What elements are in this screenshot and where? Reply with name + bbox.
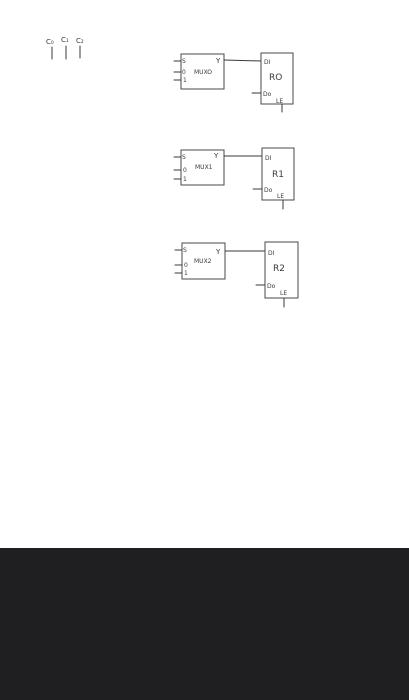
r1-enable-label: LE (277, 193, 284, 200)
control-bit-c2-label: C₂ (76, 37, 84, 45)
register-r1-box (261, 147, 295, 201)
control-bits: C₀ C₁ C₂ (46, 36, 84, 60)
r2-enable-label: LE (280, 290, 287, 297)
mux2-in0-label: 0 (184, 262, 188, 269)
r0-enable-label: LE (276, 98, 283, 105)
r0-dout-label: Do (263, 91, 272, 98)
row-2: S 0 1 Y MUX2 DI R2 Do LE (174, 241, 299, 308)
r1-dout-label: Do (264, 187, 273, 194)
mux2-in1-label: 1 (184, 270, 188, 277)
r1-din-label: DI (265, 155, 272, 162)
mux0-in1-label: 1 (183, 77, 187, 84)
mux1-in0-label: 0 (183, 167, 187, 174)
control-bit-c0-label: C₀ (46, 38, 54, 46)
dark-footer-panel (0, 548, 409, 700)
mux2-select-label: S (183, 247, 187, 254)
mux0-box (180, 53, 225, 90)
schematic-diagram: C₀ C₁ C₂ S 0 1 Y MUXO DI RO Do LE (46, 36, 299, 308)
mux0-out-label: Y (215, 57, 221, 65)
r2-dout-label: Do (267, 283, 276, 290)
mux1-name: MUX1 (195, 164, 213, 171)
register-r0-box (260, 52, 294, 105)
mux2-box (181, 242, 226, 280)
r0-name: RO (269, 73, 282, 83)
mux0-to-r0-wire (223, 59, 262, 62)
mux0-in0-label: 0 (182, 69, 186, 76)
row-1: S 0 1 Y MUX1 DI R1 Do LE (173, 147, 295, 210)
r0-din-label: DI (264, 59, 271, 66)
r2-din-label: DI (268, 250, 275, 257)
r1-name: R1 (272, 170, 284, 180)
mux1-select-label: S (182, 154, 186, 161)
mux0-name: MUXO (194, 69, 212, 76)
mux2-out-label: Y (215, 248, 221, 256)
mux0-select-label: S (182, 58, 186, 65)
mux2-name: MUX2 (194, 258, 212, 265)
mux1-in1-label: 1 (183, 176, 187, 183)
control-bit-c1-label: C₁ (61, 36, 69, 44)
r2-name: R2 (273, 264, 285, 274)
mux1-box (180, 149, 225, 186)
mux1-out-label: Y (213, 152, 219, 160)
drawing-sheet: C₀ C₁ C₂ S 0 1 Y MUXO DI RO Do LE (46, 36, 299, 308)
row-0: S 0 1 Y MUXO DI RO Do LE (173, 52, 294, 113)
register-r2-box (264, 241, 299, 299)
